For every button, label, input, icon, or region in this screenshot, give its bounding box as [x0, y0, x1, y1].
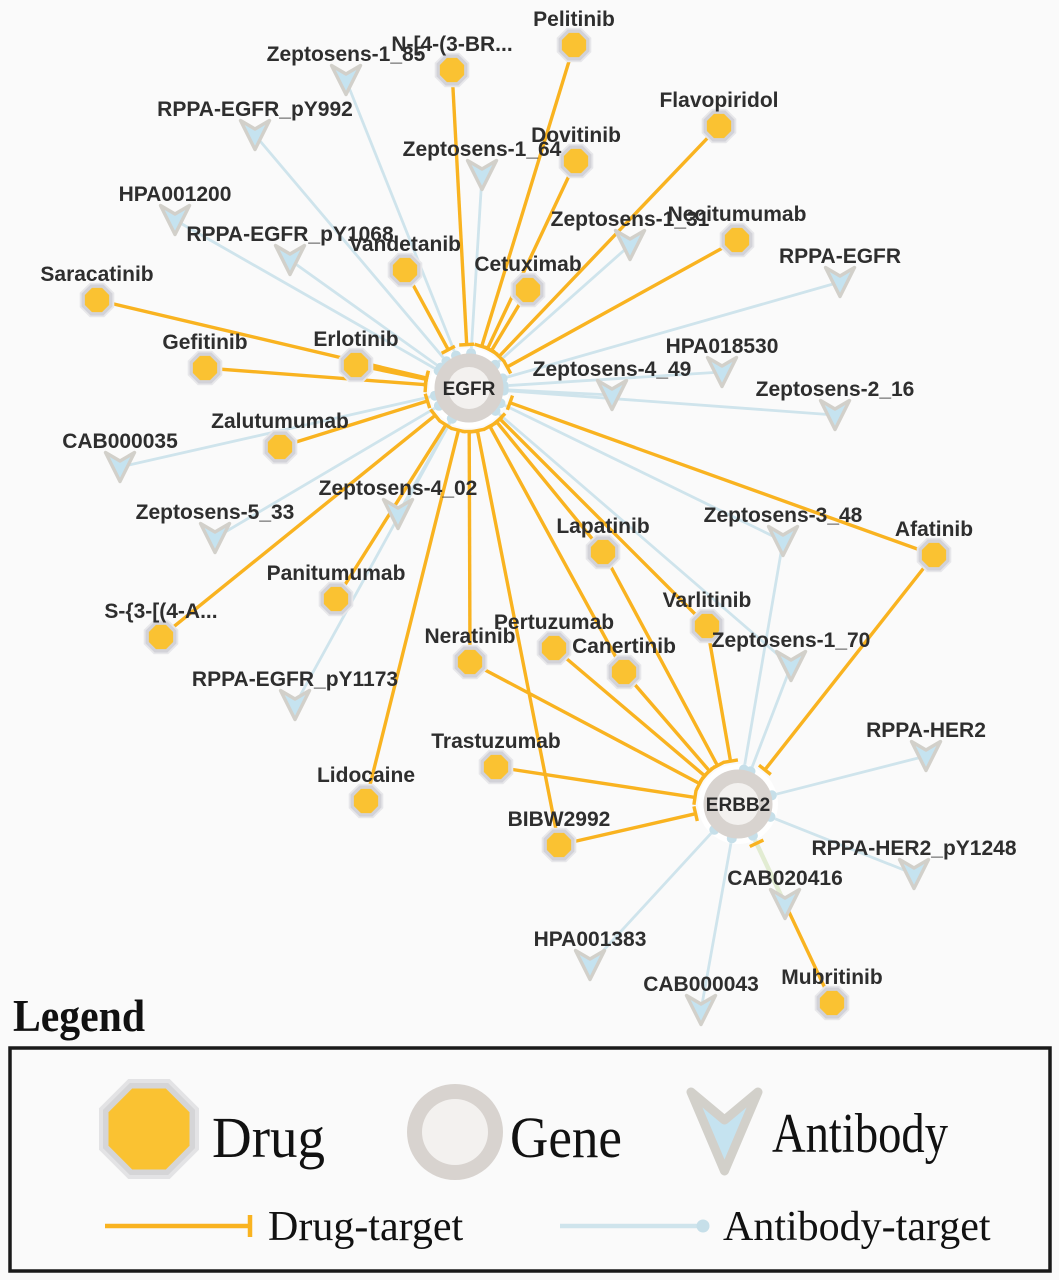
svg-text:Flavopiridol: Flavopiridol	[659, 89, 778, 112]
svg-text:Zeptosens-4_49: Zeptosens-4_49	[533, 358, 692, 381]
svg-text:Necitumumab: Necitumumab	[668, 203, 807, 226]
svg-text:CAB000043: CAB000043	[643, 973, 759, 996]
svg-text:Dovitinib: Dovitinib	[531, 124, 621, 147]
svg-text:S-{3-[(4-A...: S-{3-[(4-A...	[104, 600, 217, 623]
svg-text:Legend: Legend	[13, 990, 145, 1041]
svg-text:RPPA-EGFR_pY992: RPPA-EGFR_pY992	[157, 98, 353, 121]
svg-text:HPA018530: HPA018530	[666, 335, 779, 358]
svg-text:CAB020416: CAB020416	[727, 867, 843, 890]
svg-text:Varlitinib: Varlitinib	[663, 589, 752, 612]
svg-text:Lidocaine: Lidocaine	[317, 764, 415, 787]
svg-text:HPA001200: HPA001200	[119, 183, 232, 206]
svg-text:RPPA-EGFR_pY1068: RPPA-EGFR_pY1068	[186, 223, 394, 246]
svg-text:Zeptosens-2_16: Zeptosens-2_16	[756, 378, 915, 401]
svg-text:EGFR: EGFR	[443, 379, 496, 400]
svg-text:Canertinib: Canertinib	[572, 635, 676, 658]
svg-text:Erlotinib: Erlotinib	[313, 328, 398, 351]
svg-text:ERBB2: ERBB2	[706, 795, 770, 816]
svg-text:Zeptosens-4_02: Zeptosens-4_02	[319, 477, 478, 500]
svg-text:Zeptosens-1_70: Zeptosens-1_70	[712, 629, 871, 652]
svg-text:Drug-target: Drug-target	[268, 1204, 463, 1250]
svg-text:Cetuximab: Cetuximab	[474, 253, 581, 276]
svg-text:Zeptosens-1_31: Zeptosens-1_31	[551, 208, 710, 231]
svg-text:Drug: Drug	[212, 1105, 325, 1170]
svg-text:Zeptosens-1_64: Zeptosens-1_64	[403, 138, 562, 161]
svg-text:Pertuzumab: Pertuzumab	[494, 611, 614, 634]
svg-text:RPPA-EGFR: RPPA-EGFR	[779, 245, 901, 268]
svg-text:Trastuzumab: Trastuzumab	[431, 730, 561, 753]
svg-text:N-[4-(3-BR...: N-[4-(3-BR...	[391, 33, 512, 56]
svg-text:Afatinib: Afatinib	[895, 518, 973, 541]
svg-text:Zeptosens-1_85: Zeptosens-1_85	[267, 43, 426, 66]
svg-text:HPA001383: HPA001383	[534, 928, 647, 951]
svg-text:Panitumumab: Panitumumab	[267, 562, 406, 585]
svg-text:Antibody-target: Antibody-target	[723, 1204, 991, 1250]
svg-text:Vandetanib: Vandetanib	[349, 233, 461, 256]
svg-text:BIBW2992: BIBW2992	[508, 808, 611, 831]
svg-text:CAB000035: CAB000035	[62, 430, 178, 453]
svg-text:Mubritinib: Mubritinib	[781, 966, 882, 989]
svg-text:Zalutumumab: Zalutumumab	[211, 410, 349, 433]
svg-text:Zeptosens-5_33: Zeptosens-5_33	[136, 501, 295, 524]
svg-text:Gefitinib: Gefitinib	[162, 331, 247, 354]
svg-text:RPPA-HER2: RPPA-HER2	[866, 719, 986, 742]
svg-text:RPPA-EGFR_pY1173: RPPA-EGFR_pY1173	[192, 668, 398, 691]
svg-text:Neratinib: Neratinib	[424, 625, 515, 648]
svg-text:Saracatinib: Saracatinib	[40, 263, 153, 286]
svg-text:Antibody: Antibody	[772, 1103, 948, 1165]
svg-text:Lapatinib: Lapatinib	[556, 515, 649, 538]
svg-text:Pelitinib: Pelitinib	[533, 8, 615, 31]
svg-text:RPPA-HER2_pY1248: RPPA-HER2_pY1248	[811, 837, 1016, 860]
svg-text:Gene: Gene	[510, 1105, 622, 1170]
svg-text:Zeptosens-3_48: Zeptosens-3_48	[704, 504, 863, 527]
